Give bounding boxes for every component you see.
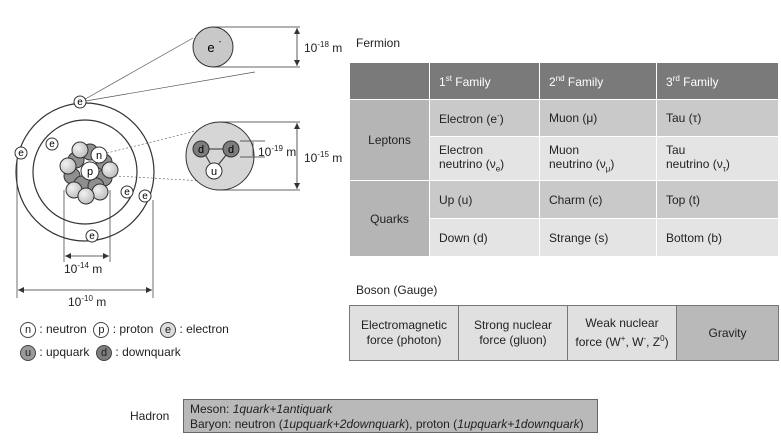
nucleus: n p — [59, 141, 119, 205]
svg-text:e: e — [124, 187, 130, 198]
proton-zoom: d d u — [185, 121, 300, 191]
quarks-label: Quarks — [349, 180, 430, 257]
fermion-title: Fermion — [356, 36, 401, 50]
meson-line: Meson: 1quark+1antiquark — [190, 402, 333, 416]
muon-cell: Muon (μ) — [539, 99, 657, 137]
fermion-table: 1st Family 2nd Family 3rd Family Leptons… — [349, 62, 779, 257]
hadron-label: Hadron — [130, 409, 170, 423]
charm-cell: Charm (c) — [539, 180, 657, 219]
proton-symbol: p — [87, 166, 93, 178]
family-1-header: 1st Family — [429, 62, 540, 100]
svg-text:e: e — [142, 191, 148, 202]
scale-quark: 10-19 m — [258, 144, 297, 159]
gravity-cell: Gravity — [676, 305, 779, 361]
up-cell: Up (u) — [429, 180, 540, 219]
svg-text:e: e — [18, 148, 24, 159]
scale-atom: 10-10 m — [68, 294, 107, 309]
svg-text:u: u — [211, 166, 217, 178]
inner-orbit — [32, 119, 138, 225]
leptons-label: Leptons — [349, 99, 430, 181]
bottom-cell: Bottom (b) — [656, 218, 779, 257]
upquark-legend-icon: u — [20, 345, 36, 361]
neutron-legend-icon: n — [20, 322, 36, 338]
table-corner — [349, 62, 430, 100]
svg-text:e: e — [207, 40, 214, 55]
downquark-legend-icon: d — [96, 345, 113, 361]
scale-electron: 10-18 m — [304, 40, 343, 55]
legend-row-2: u : upquark d : downquark — [20, 345, 181, 361]
svg-text:e: e — [77, 97, 83, 108]
svg-text:e: e — [49, 139, 55, 150]
hadron-box: Meson: 1quark+1antiquark Baryon: neutron… — [183, 399, 598, 433]
neutron-symbol: n — [96, 150, 102, 162]
electron-legend-icon: e — [160, 322, 177, 338]
electron-zoom: e - — [192, 26, 300, 68]
family-3-header: 3rd Family — [656, 62, 779, 100]
svg-text:-: - — [219, 37, 222, 46]
strange-cell: Strange (s) — [539, 218, 657, 257]
baryon-line: Baryon: neutron (1upquark+2downquark), p… — [190, 417, 584, 431]
svg-text:d: d — [228, 144, 234, 156]
svg-text:d: d — [198, 144, 204, 156]
down-cell: Down (d) — [429, 218, 540, 257]
scale-proton: 10-15 m — [304, 150, 343, 165]
electrons: e e e e e e — [14, 95, 152, 243]
svg-text:e: e — [89, 231, 95, 242]
top-cell: Top (t) — [656, 180, 779, 219]
family-2-header: 2nd Family — [539, 62, 657, 100]
scale-nucleus: 10-14 m — [64, 261, 103, 276]
proton-legend-icon: p — [93, 322, 110, 338]
atom-diagram: n p e e e e e e e - d d u — [14, 26, 300, 298]
electron-cell: Electron (e-) — [429, 99, 540, 137]
tau-cell: Tau (τ) — [656, 99, 779, 137]
legend-row-1: n : neutron p : proton e : electron — [20, 322, 229, 338]
boson-title: Boson (Gauge) — [356, 283, 438, 297]
